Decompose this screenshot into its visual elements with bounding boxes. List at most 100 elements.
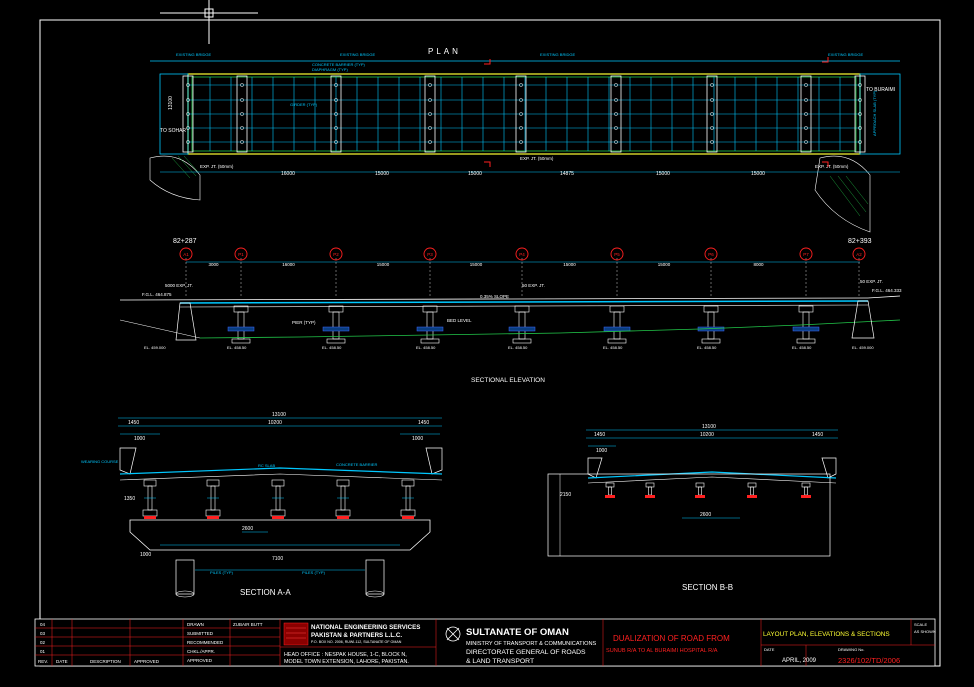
date-value: APRIL, 2009 xyxy=(782,658,817,664)
approach-slab-left xyxy=(159,73,189,155)
plan-pier-1 xyxy=(236,75,248,153)
role-1: SUBMITTED xyxy=(187,631,214,636)
pier-marker-A2: A2 xyxy=(852,247,866,298)
ground-line xyxy=(199,319,901,339)
plan-title: PLAN xyxy=(428,47,461,56)
level-label-0: EL. 459.000 xyxy=(144,345,166,350)
project-line1: DUALIZATION OF ROAD FROM xyxy=(613,634,730,643)
chainage-left: 82+287 xyxy=(173,238,197,245)
saa-cap-left: 1000 xyxy=(140,552,151,558)
sbb-overall: 13100 xyxy=(702,424,716,430)
saa-wearing: WEARING COURSE xyxy=(81,459,119,464)
elev-span-6: 8000 xyxy=(753,262,764,267)
girder-aa-1 xyxy=(205,479,221,519)
girder-aa-4 xyxy=(400,479,416,519)
girder-aa-3 xyxy=(335,479,351,519)
pier-marker-label: P7 xyxy=(803,252,809,257)
elevation-pier-2: EL. 458.50 xyxy=(322,305,350,350)
section-b-b: 13100 1450 10200 1450 1000 2150 2600 SEC… xyxy=(547,424,838,592)
sbb-height: 2150 xyxy=(560,492,571,498)
firm-line1: NATIONAL ENGINEERING SERVICES xyxy=(311,624,420,631)
head-office-1: HEAD OFFICE : NESPAK HOUSE, 1-C, BLOCK N… xyxy=(284,652,407,658)
saa-depth: 1350 xyxy=(124,496,135,502)
role-4: APPROVED xyxy=(187,658,213,663)
fgl-right: F.G.L. 464.333 xyxy=(872,288,902,293)
plan-note-5: APPROACH SLAB (TYP) xyxy=(872,90,877,136)
pier-marker-label: P3 xyxy=(427,252,433,257)
bed-level-label: BED LEVEL xyxy=(447,318,472,323)
pier-marker-label: P6 xyxy=(708,252,714,257)
saa-kerb-right: 1000 xyxy=(412,436,423,442)
elevation-pier-5: EL. 458.50 xyxy=(603,305,631,350)
plan-note-1c: EXISTING BRIDGE xyxy=(540,52,575,57)
saa-slab: RC SLAB xyxy=(258,463,275,468)
plan-note-3: DIAPHRAGM (TYP) xyxy=(312,67,348,72)
plan-span-3: 14875 xyxy=(560,171,574,177)
scale-label: SCALE xyxy=(914,622,927,627)
elevation-pier-0: EL. 459.000 xyxy=(144,345,166,350)
role-2: RECOMMENDED xyxy=(187,640,224,645)
saa-right-edge: 1450 xyxy=(418,420,429,426)
saa-left-edge: 1450 xyxy=(128,420,139,426)
plan-pier-6 xyxy=(706,75,718,153)
pier-marker-P1: P1 xyxy=(234,247,248,298)
plan-pier-2 xyxy=(330,75,342,153)
role-3: CHKL./APPR. xyxy=(187,649,215,654)
level-label-2: EL. 458.50 xyxy=(322,345,342,350)
pier-marker-label: P4 xyxy=(519,252,525,257)
elevation-title: SECTIONAL ELEVATION xyxy=(471,377,545,384)
pier-marker-P7: P7 xyxy=(799,247,813,298)
saa-pile-note: PILES (TYP) xyxy=(210,570,234,575)
plan-span-4: 15000 xyxy=(656,171,670,177)
saa-pile-note-2: PILES (TYP) xyxy=(302,570,326,575)
pier-marker-P4: P4 xyxy=(515,247,529,298)
pier-marker-label: P2 xyxy=(333,252,339,257)
exp-right: 50 EXP. JT. xyxy=(860,279,883,284)
drawing-title: LAYOUT PLAN, ELEVATIONS & SECTIONS xyxy=(763,631,890,638)
plan-note-2: CONCRETE BARRIER (TYP) xyxy=(312,62,366,67)
slope-label: 0.35% SLOPE xyxy=(480,294,509,299)
sbb-kerb: 1000 xyxy=(596,448,607,454)
elev-span-4: 15000 xyxy=(563,262,576,267)
elevation-pier-3: EL. 458.50 xyxy=(416,305,444,350)
rev-number-2: 02 xyxy=(40,640,46,645)
client-line3: & LAND TRANSPORT xyxy=(466,658,534,665)
oman-emblem-icon xyxy=(445,626,461,642)
plan-note-1b: EXISTING BRIDGE xyxy=(340,52,375,57)
pier-marker-P6: P6 xyxy=(704,247,718,298)
rev-number-1: 03 xyxy=(40,631,46,636)
chainage-right: 82+393 xyxy=(848,238,872,245)
exp-mid: 50 EXP. JT. xyxy=(522,283,545,288)
pier-marker-P3: P3 xyxy=(423,247,437,298)
scale-value: AS SHOWN xyxy=(914,629,936,634)
saa-spacing: 2600 xyxy=(242,526,253,532)
plan-pier-3 xyxy=(424,75,436,153)
level-label-7: EL. 458.50 xyxy=(792,345,812,350)
drawn-by: ZUBAIR BUTT xyxy=(233,622,263,627)
elev-span-5: 15000 xyxy=(658,262,671,267)
level-label-5: EL. 458.50 xyxy=(603,345,623,350)
plan-note-4: GIRDER (TYP) xyxy=(290,102,318,107)
plan-pier-4 xyxy=(515,75,527,153)
plan-pier-7 xyxy=(800,75,812,153)
section-aa-title: SECTION A-A xyxy=(240,588,291,597)
firm-line3: P.O. BOX NO. 2006, RUWI-112, SULTANATE O… xyxy=(311,640,402,644)
elev-span-3: 15000 xyxy=(470,262,483,267)
plan-joint-mid: EXP. JT. (50mm) xyxy=(520,156,554,161)
saa-overall: 13100 xyxy=(272,412,286,418)
plan-span-2: 15000 xyxy=(468,171,482,177)
firm-line2: PAKISTAN & PARTNERS L.L.C. xyxy=(311,632,402,639)
client-line1: MINISTRY OF TRANSPORT & COMMUNICATIONS xyxy=(466,641,596,647)
rev-header: REV. xyxy=(38,659,48,664)
girder-bb-4 xyxy=(801,482,811,498)
plan-right-label: TO BURAIMI xyxy=(866,87,895,93)
saa-kerb: 1000 xyxy=(134,436,145,442)
plan-pier-8 xyxy=(854,75,866,153)
date-label: DATE xyxy=(764,647,775,652)
sbb-center: 10200 xyxy=(700,432,714,438)
pier-marker-label: P5 xyxy=(614,252,620,257)
elevation-pier-8: EL. 459.000 xyxy=(852,345,874,350)
